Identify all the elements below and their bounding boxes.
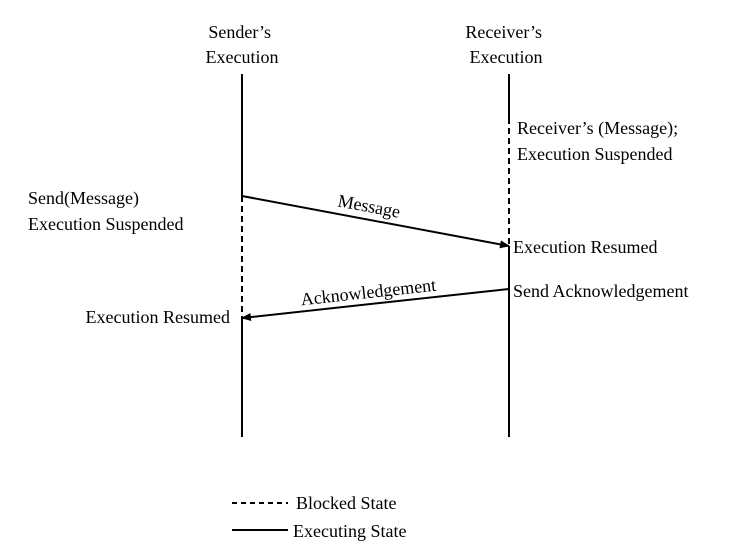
receiver-header: Receiver’s Execution xyxy=(465,22,546,67)
acknowledgement-arrow xyxy=(241,288,510,322)
sender-send-label: Send(Message) Execution Suspended xyxy=(28,188,183,234)
message-arrow-label: Message xyxy=(336,190,402,221)
sender-send-line-2: Execution Suspended xyxy=(28,214,183,234)
receiver-header-line-2: Execution xyxy=(470,47,543,67)
receiver-suspended-label: Receiver’s (Message); Execution Suspende… xyxy=(517,118,683,164)
sender-send-line-1: Send(Message) xyxy=(28,188,139,209)
receiver-header-line-1: Receiver’s xyxy=(465,22,542,42)
sender-header: Sender’s Execution xyxy=(206,22,279,67)
receiver-suspended-line-2: Execution Suspended xyxy=(517,144,672,164)
sender-header-line-2: Execution xyxy=(206,47,279,67)
sender-header-line-1: Sender’s xyxy=(208,22,271,42)
receiver-suspended-line-1: Receiver’s (Message); xyxy=(517,118,678,139)
message-arrow xyxy=(241,195,510,249)
receiver-send-ack-label: Send Acknowledgement xyxy=(513,281,688,301)
sender-resumed-label: Execution Resumed xyxy=(86,307,230,327)
receiver-resumed-label: Execution Resumed xyxy=(513,237,657,257)
legend-blocked-label: Blocked State xyxy=(296,493,396,513)
legend-executing-label: Executing State xyxy=(293,521,406,541)
